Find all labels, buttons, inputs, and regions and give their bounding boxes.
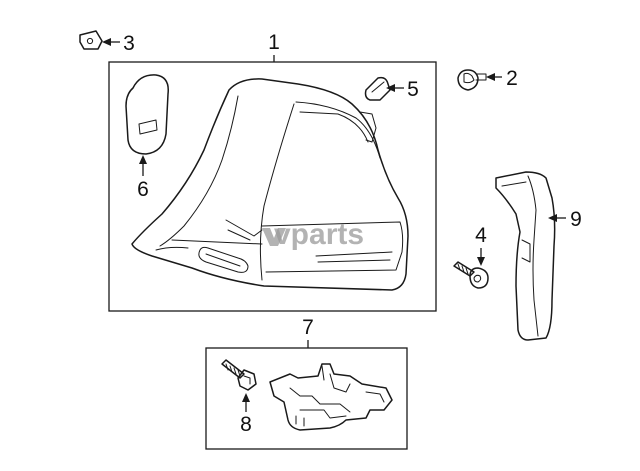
callout-5: 5: [407, 78, 419, 101]
screw-part-8[interactable]: [221, 359, 257, 391]
retainer-part-2[interactable]: [457, 69, 487, 91]
arrowhead-5: [386, 84, 395, 92]
arrowhead-3: [102, 38, 111, 46]
callout-3: 3: [123, 32, 135, 55]
watermark-text: vparts: [274, 218, 364, 251]
callout-9: 9: [570, 208, 582, 231]
gasket-part-6[interactable]: [125, 74, 169, 155]
callout-8: 8: [240, 413, 252, 436]
socket-part-5[interactable]: [364, 76, 391, 101]
callout-4: 4: [475, 224, 487, 247]
bracket-part-7[interactable]: [269, 363, 393, 431]
arrowhead-6: [139, 155, 147, 164]
bolt-part-4[interactable]: [453, 261, 489, 289]
callout-1: 1: [268, 31, 280, 54]
watermark-logo: vparts: [262, 218, 364, 251]
arrowhead-8: [242, 393, 250, 402]
trim-panel-part-9[interactable]: [495, 171, 556, 341]
arrowhead-4: [477, 257, 485, 266]
assembly-box-1: [108, 61, 437, 312]
callout-7: 7: [302, 316, 314, 339]
tail-lamp-part-1[interactable]: [131, 78, 409, 291]
assembly-box-7: [205, 347, 408, 450]
arrowhead-9: [548, 214, 557, 222]
clip-nut-part-3[interactable]: [79, 30, 103, 50]
arrowhead-2: [486, 73, 495, 81]
callout-2: 2: [506, 67, 518, 90]
callout-6: 6: [137, 178, 149, 201]
